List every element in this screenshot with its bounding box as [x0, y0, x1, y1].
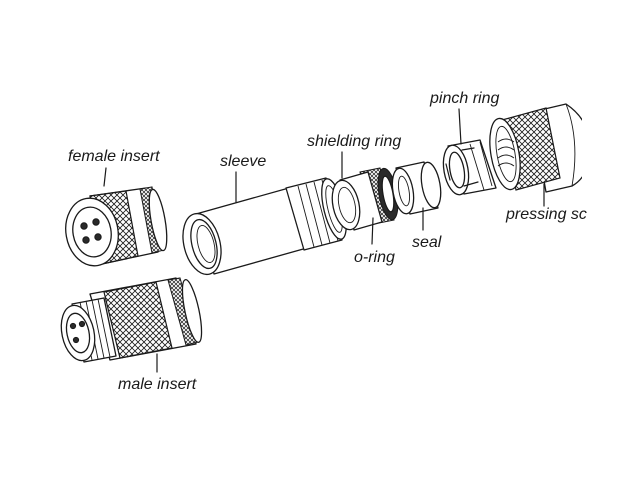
seal-part — [391, 161, 442, 215]
label-pinch-ring: pinch ring — [429, 90, 499, 107]
leader-female-insert — [103, 167, 107, 187]
leader-pinch-ring — [458, 108, 462, 145]
sleeve-part — [182, 177, 347, 276]
leader-lines — [103, 108, 545, 373]
label-female-insert: female insert — [68, 148, 160, 165]
shielding-ring-part — [331, 167, 399, 231]
pressing-screw-part — [489, 103, 582, 193]
pinch-ring-part — [442, 139, 497, 196]
leader-o-ring — [371, 217, 374, 245]
label-pressing-screw: pressing sc — [505, 206, 587, 223]
label-sleeve: sleeve — [220, 153, 266, 170]
female-insert-part — [65, 186, 168, 267]
label-o-ring: o-ring — [354, 249, 395, 266]
male-insert-part — [60, 277, 203, 363]
label-shielding-ring: shielding ring — [307, 133, 401, 150]
label-seal: seal — [412, 234, 442, 251]
label-male-insert: male insert — [118, 376, 197, 393]
